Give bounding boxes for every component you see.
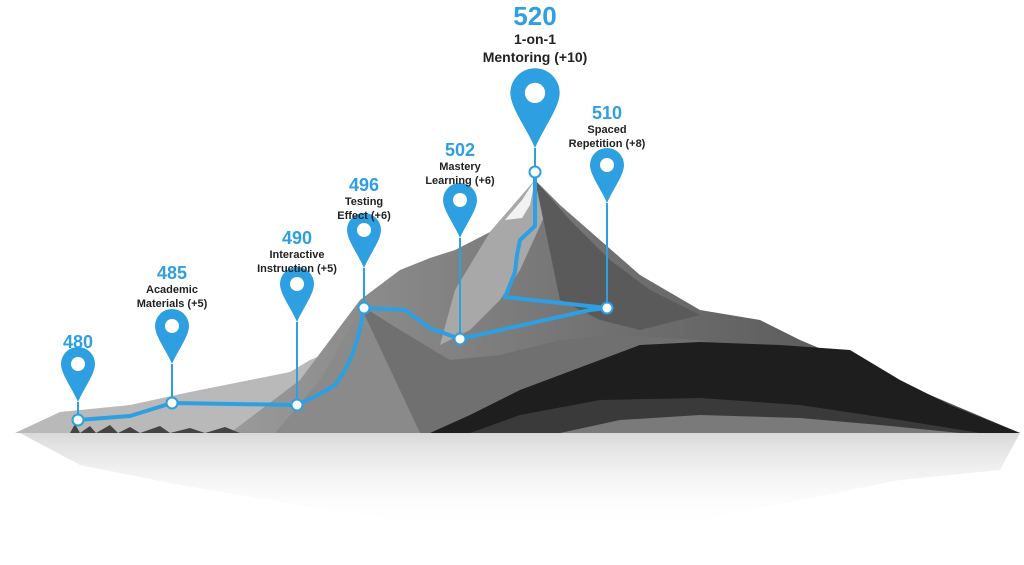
map-pin-dot: [357, 223, 371, 237]
peak-face: [440, 180, 545, 345]
route-node: [290, 398, 304, 412]
snow-cap: [505, 180, 535, 220]
route-node: [453, 332, 467, 346]
milestone-score: 480: [62, 332, 94, 352]
water-reflection: [20, 433, 1020, 530]
milestone-desc-line1: Spaced: [587, 124, 627, 136]
route-node: [357, 301, 371, 315]
milestone-score: 502: [444, 140, 476, 160]
milestone-score: 520: [513, 1, 557, 31]
route-node: [528, 165, 542, 179]
route-node: [165, 396, 179, 410]
map-pin-dot: [524, 82, 546, 104]
map-pin-dot: [165, 319, 179, 333]
map-pin-icon: [590, 148, 624, 203]
milestone-desc-line1: 1-on-1: [514, 31, 556, 47]
map-pin-icon: [61, 347, 95, 402]
milestone-desc-line2: Effect (+6): [337, 210, 391, 222]
milestone-score: 490: [281, 228, 313, 248]
treeline: [70, 424, 255, 433]
milestone-desc-line2: Materials (+5): [136, 298, 208, 310]
milestone-desc-line2: Learning (+6): [425, 175, 495, 187]
map-pin-icon: [155, 309, 189, 364]
route-node: [71, 413, 85, 427]
map-pin-icon: [347, 213, 381, 268]
map-pin-dot: [71, 357, 85, 371]
forest-light-band: [560, 415, 960, 433]
map-pin-dot: [600, 158, 614, 172]
milestone-label: 480: [63, 332, 93, 352]
milestone-desc-line1: Interactive: [269, 249, 325, 261]
milestone-desc-line1: Academic: [146, 284, 198, 296]
milestone-desc-line2: Instruction (+5): [257, 263, 337, 275]
map-pin-icon: [443, 183, 477, 238]
route-node: [600, 301, 614, 315]
milestone-desc-line2: Mentoring (+10): [482, 49, 588, 65]
milestone-score: 485: [156, 263, 188, 283]
map-pin-dot: [453, 193, 467, 207]
milestone-desc-line1: Mastery: [439, 161, 481, 173]
milestone-desc-line2: Repetition (+8): [568, 138, 646, 150]
map-pin-icon: [510, 68, 560, 148]
right-face: [535, 180, 700, 330]
milestone-desc-line1: Testing: [344, 196, 384, 208]
milestone-score: 496: [348, 175, 380, 195]
milestone-score: 510: [591, 103, 623, 123]
route-path: [77, 172, 609, 422]
map-pin-icon: [280, 267, 314, 322]
map-pin-dot: [290, 277, 304, 291]
